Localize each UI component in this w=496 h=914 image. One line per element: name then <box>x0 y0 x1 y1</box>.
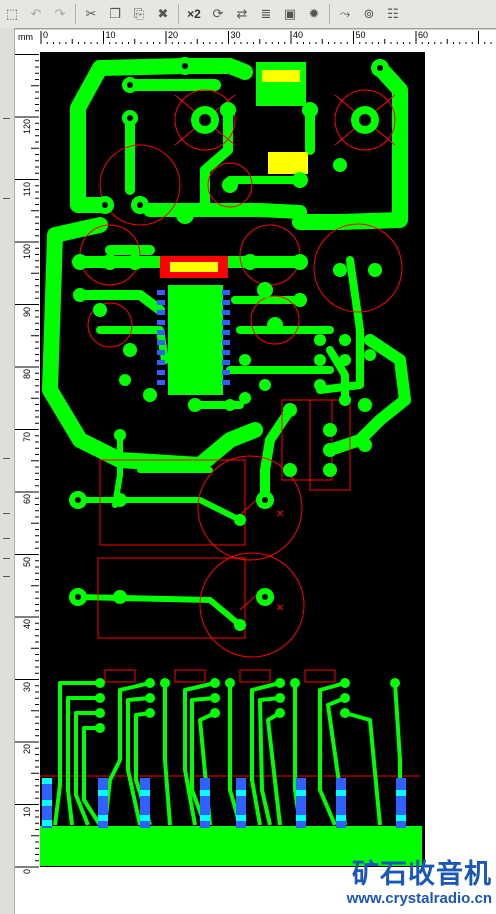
edge-connector-highlights <box>42 778 406 826</box>
image-button[interactable]: ▣ <box>279 3 301 25</box>
copy-icon: ❐ <box>109 6 121 22</box>
ruler-label: 10 <box>105 30 116 40</box>
toolbar-separator <box>178 4 179 24</box>
image-icon: ▣ <box>283 6 297 22</box>
top-component <box>256 62 306 106</box>
strip-marker <box>3 118 10 119</box>
strip-marker <box>3 198 10 199</box>
toolbar-separator <box>75 4 76 24</box>
strip-marker <box>3 576 10 577</box>
ruler-label: 0 <box>43 30 49 40</box>
delete-icon: ✖ <box>157 6 169 22</box>
select-tool-icon: ⬚ <box>5 6 19 22</box>
paste-button[interactable]: ⎘ <box>128 3 150 25</box>
vertical-ruler-ticks <box>15 54 39 868</box>
ic-chip-body <box>168 285 223 395</box>
horizontal-ruler[interactable]: 0 10 20 30 40 50 60 <box>39 30 496 44</box>
ruler-label: 20 <box>168 30 179 40</box>
redo-button[interactable]: ↷ <box>49 3 71 25</box>
svg-text:×: × <box>276 505 284 521</box>
ruler-label: 20 <box>22 744 32 755</box>
through-hole-pads <box>69 57 389 631</box>
undo-button[interactable]: ↶ <box>25 3 47 25</box>
route-icon: ⤳ <box>339 6 351 22</box>
silkscreen-outlines <box>40 89 420 777</box>
star-icon: ✹ <box>308 6 320 22</box>
group-icon: ☷ <box>387 6 399 22</box>
ruler-label: 50 <box>355 30 366 40</box>
ruler-label: 70 <box>22 431 32 442</box>
refresh-icon: ⟳ <box>212 6 224 22</box>
site-watermark: 矿石收音机 www.crystalradio.cn <box>328 852 496 914</box>
strip-marker <box>3 538 10 539</box>
top-component-highlight <box>262 70 300 82</box>
strip-marker <box>3 513 10 514</box>
mirror-button[interactable]: ⇄ <box>231 3 253 25</box>
paste-icon: ⎘ <box>133 6 145 22</box>
ruler-label: 30 <box>22 681 32 692</box>
ground-plane-strip <box>40 826 422 866</box>
ruler-label: 80 <box>22 369 32 380</box>
ruler-label: 110 <box>22 181 32 196</box>
toolbar: ⬚ ↶ ↷ ✂ ❐ ⎘ ✖ ×2 ⟳ ⇄ ≣ ▣ ✹ ⤳ ⊚ ☷ <box>0 0 496 29</box>
select-tool-button[interactable]: ⬚ <box>1 3 23 25</box>
lock-button[interactable]: ⊚ <box>358 3 380 25</box>
mirror-icon: ⇄ <box>236 6 248 22</box>
redo-icon: ↷ <box>54 6 66 22</box>
ruler-label: 50 <box>22 556 32 567</box>
zoom-x2-button[interactable]: ×2 <box>187 7 201 21</box>
ruler-label: 0 <box>22 869 32 875</box>
ruler-label: 40 <box>293 30 304 40</box>
smd-pads <box>157 290 230 385</box>
ruler-label: 60 <box>22 494 32 505</box>
component-button[interactable]: ≣ <box>255 3 277 25</box>
ruler-label: 100 <box>22 244 32 260</box>
ruler-label: 40 <box>22 619 32 630</box>
connector-pads <box>95 678 400 733</box>
undo-icon: ↶ <box>30 6 42 22</box>
toolbar-separator <box>329 4 330 24</box>
ruler-label: 30 <box>230 30 241 40</box>
watermark-url: www.crystalradio.cn <box>346 890 492 907</box>
refresh-button[interactable]: ⟳ <box>207 3 229 25</box>
lock-icon: ⊚ <box>363 6 375 22</box>
copy-button[interactable]: ❐ <box>104 3 126 25</box>
star-button[interactable]: ✹ <box>303 3 325 25</box>
left-tool-strip <box>0 28 15 914</box>
route-button[interactable]: ⤳ <box>334 3 356 25</box>
group-button[interactable]: ☷ <box>382 3 404 25</box>
cut-button[interactable]: ✂ <box>80 3 102 25</box>
horizontal-ruler-ticks <box>40 31 492 44</box>
strip-marker <box>3 558 10 559</box>
ic-label-strip <box>170 262 218 272</box>
svg-text:×: × <box>276 599 284 615</box>
strip-marker <box>3 458 10 459</box>
cut-icon: ✂ <box>85 6 97 22</box>
pcb-layout: × × <box>40 52 425 867</box>
ruler-unit-label: mm <box>15 30 39 44</box>
component-icon: ≣ <box>260 6 272 22</box>
ruler-label: 60 <box>418 30 429 40</box>
pad-drills <box>75 63 383 600</box>
delete-button[interactable]: ✖ <box>152 3 174 25</box>
ruler-label: 90 <box>22 306 32 317</box>
ruler-label: 10 <box>22 806 32 817</box>
connector-traces <box>53 681 402 827</box>
pcb-canvas[interactable]: × × <box>39 44 496 914</box>
cross-markers: × × <box>276 505 284 615</box>
mid-component <box>268 152 308 174</box>
ruler-label: 120 <box>22 119 32 135</box>
watermark-title: 矿石收音机 <box>352 859 492 890</box>
